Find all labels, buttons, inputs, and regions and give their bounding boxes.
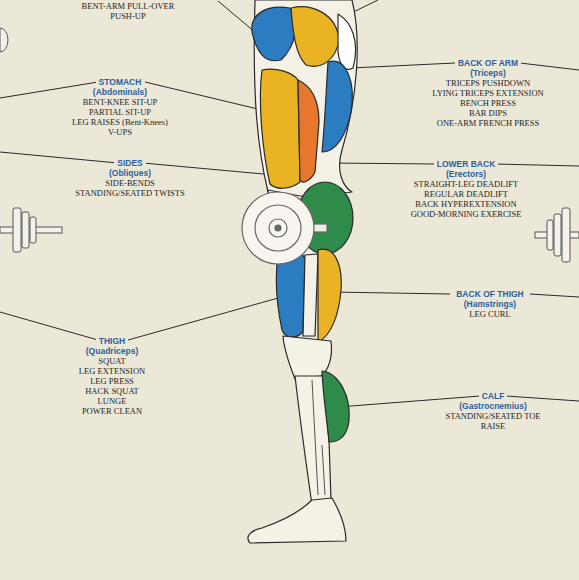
exercise-label: LEG CURL (468, 309, 511, 319)
barbell-left (0, 208, 62, 252)
exercise-label: BAR DIPS (468, 108, 508, 118)
exercise-label: BENT-KNEE SIT-UP (82, 97, 159, 107)
barbell-edge (0, 28, 8, 52)
exercise-label: LEG EXTENSION (78, 366, 146, 376)
exercise-label: LUNGE (97, 396, 128, 406)
leader-lines (0, 0, 579, 407)
muscle-name: (Triceps) (468, 68, 507, 78)
muscle-name: (Erectors) (444, 169, 488, 179)
exercise-label: V-UPS (107, 127, 133, 137)
muscle-heading: BACK OF THIGH (453, 289, 527, 299)
exercise-label: TRICEPS PUSHDOWN (445, 78, 531, 88)
exercise-label: LEG PRESS (89, 376, 135, 386)
exercise-label: ONE-ARM FRENCH PRESS (436, 118, 541, 128)
muscle-heading: SIDES (114, 158, 146, 168)
exercise-label: LYING TRICEPS EXTENSION (431, 88, 544, 98)
exercise-label: POWER CLEAN (81, 406, 143, 416)
exercise-label: PARTIAL SIT-UP (88, 107, 152, 117)
muscle-name: (Quadriceps) (84, 346, 140, 356)
muscle-name: (Obliques) (107, 168, 153, 178)
exercise-label: STRAIGHT-LEG DEADLIFT (413, 179, 519, 189)
human-figure (248, 0, 357, 543)
exercise-label: BACK HYPEREXTENSION (414, 199, 517, 209)
muscle-heading: STOMACH (96, 77, 145, 87)
exercise-label: LEG RAISES (Bent-Knees) (71, 117, 169, 127)
exercise-label: HACK SQUAT (84, 386, 140, 396)
muscle-heading: BACK OF ARM (455, 58, 521, 68)
exercise-label: SQUAT (97, 356, 126, 366)
exercise-label: STANDING/SEATED TWISTS (74, 188, 185, 198)
exercise-label: STANDING/SEATED TOE RAISE (442, 411, 544, 431)
barbell-right (535, 208, 579, 262)
exercise-label: GOOD-MORNING EXERCISE (410, 209, 523, 219)
muscle-name: (Hamstrings) (462, 299, 518, 309)
muscle-heading: CALF (479, 391, 508, 401)
exercise-label: PUSH-UP (109, 11, 146, 21)
weight-plate (242, 192, 327, 264)
muscle-heading: THIGH (96, 336, 128, 346)
exercise-label: SIDE-BENDS (104, 178, 156, 188)
muscle-name: (Abdominals) (91, 87, 149, 97)
exercise-label: BENT-ARM PULL-OVER (81, 1, 176, 11)
muscle-name: (Gastrocnemius) (457, 401, 529, 411)
exercise-label: REGULAR DEADLIFT (423, 189, 509, 199)
muscle-heading: LOWER BACK (434, 159, 499, 169)
exercise-label: BENCH PRESS (459, 98, 517, 108)
